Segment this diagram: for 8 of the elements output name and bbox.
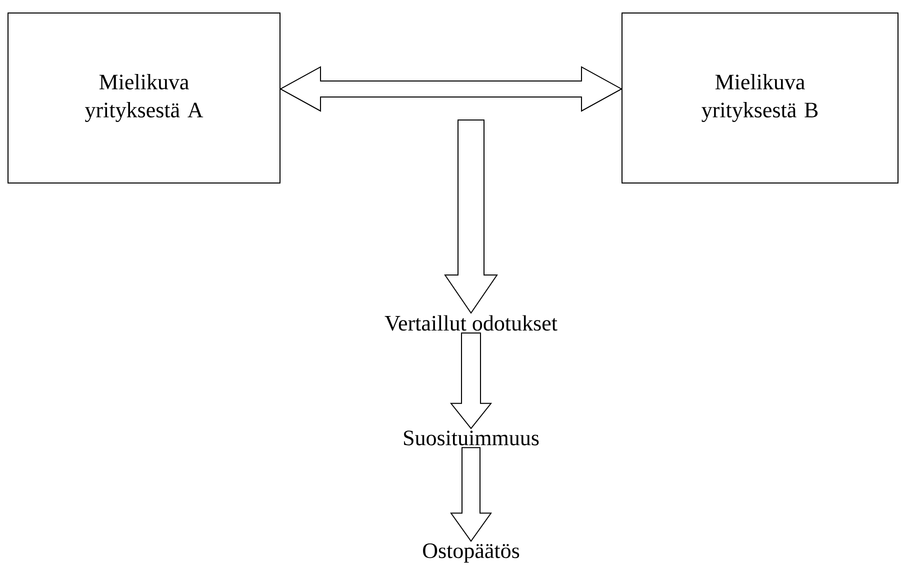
stage-label: Ostopäätös xyxy=(423,543,520,563)
process-box: Mielikuva yrityksestä A xyxy=(8,12,280,184)
stage-label: Vertaillut odotukset xyxy=(384,315,558,331)
process-box: Mielikuva yrityksestä B xyxy=(622,12,898,184)
block-arrow xyxy=(450,447,492,542)
block-arrow xyxy=(450,332,492,430)
block-arrow xyxy=(444,120,498,314)
stage-label: Suosituimmuus xyxy=(404,430,539,446)
